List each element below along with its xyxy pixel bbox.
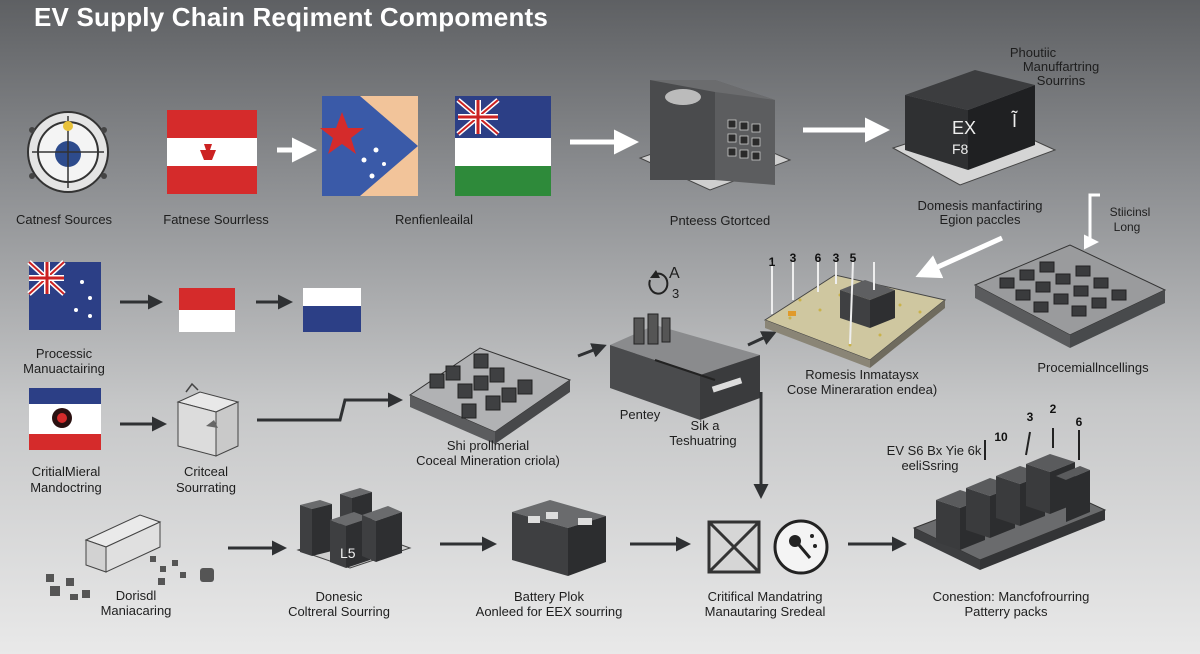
label-procemiallncellings: Procemiallncellings — [1037, 360, 1149, 375]
label-shi-prollmerial: Shi prollmerial — [446, 438, 530, 453]
label-critifical-mandatring: Critifical Mandatring — [707, 589, 823, 604]
label-phoutiic: Phoutiic — [1009, 45, 1057, 60]
label-manuffartring: Manuffartring — [1022, 59, 1100, 74]
globe-compass-icon — [27, 111, 109, 193]
label-patterry-packs: Patterry packs — [964, 604, 1048, 619]
arrow-4 — [915, 235, 1004, 279]
pin-number-1: 1 — [768, 255, 776, 269]
label-domesis-manfactiring: Domesis manfactiring — [917, 198, 1043, 213]
battery-block-icon — [512, 500, 606, 576]
tool-circle-icon — [773, 519, 829, 575]
label-critialmieral: CritialMieral — [31, 464, 101, 479]
white-blue-small-flag-icon — [303, 288, 361, 332]
ingot-bar-icon — [46, 514, 214, 600]
label-coceal-mineration: Coceal Mineration criola) — [416, 453, 560, 468]
pin-number-5: 5 — [849, 251, 857, 265]
label-manuactairing: Manuactairing — [23, 361, 105, 376]
label-processic: Processic — [35, 346, 93, 361]
cell-number-10: 10 — [994, 430, 1008, 444]
crossed-box-icon — [707, 520, 761, 574]
keypad-tray-icon — [973, 244, 1167, 348]
blue-star-flag-icon — [320, 96, 418, 196]
pin-number-3b: 3 — [832, 251, 840, 265]
arrow-10 — [257, 392, 403, 422]
label-sourrating: Sourrating — [176, 480, 236, 495]
label-mandoctring: Mandoctring — [30, 480, 102, 495]
label-renfienleailal: Renfienleailal — [394, 212, 474, 227]
battery-pack-module-icon — [912, 428, 1107, 570]
dark-emblem-flag-icon — [29, 388, 101, 450]
cell-number-3: 3 — [1026, 410, 1034, 424]
ex-manufacturing-cube-icon — [891, 70, 1057, 186]
label-teshuatring: Teshuatring — [669, 433, 737, 448]
label-stiicinsl: Stiicinsl — [1109, 205, 1151, 219]
transparent-box-icon — [176, 382, 240, 457]
label-egion-paccles: Egion paccles — [939, 212, 1021, 227]
arrow-8 — [747, 331, 777, 347]
label-coltreral-sourring: Coltreral Sourring — [288, 604, 390, 619]
ex-mark: EX — [952, 118, 977, 138]
label-aonleed: Aonleed for EEX sourring — [475, 604, 623, 619]
label-maniacaring: Maniacaring — [100, 603, 172, 618]
circuit-board-icon — [763, 261, 947, 368]
label-donesic: Donesic — [315, 589, 363, 604]
label-critceal: Critceal — [183, 464, 229, 479]
label-conestion: Conestion: Mancfofrourring — [932, 589, 1090, 604]
l5-mark: L5 — [340, 545, 356, 561]
red-white-flag-icon — [167, 110, 257, 194]
label-cose-mineraration: Cose Mineraration endea) — [786, 382, 938, 397]
pin-number-6: 6 — [814, 251, 822, 265]
union-green-flag-icon — [455, 96, 551, 196]
label-long: Long — [1113, 220, 1141, 234]
f8-mark: F8 — [952, 141, 969, 157]
label-dorisdl: Dorisdl — [115, 588, 157, 603]
cycle-label-b: 3 — [672, 286, 680, 301]
cycle-label-a: A — [669, 265, 680, 282]
label-battery-plok: Battery Plok — [513, 589, 585, 604]
label-fatnese-sourrless: Fatnese Sourrless — [163, 212, 269, 227]
cube-tray-icon — [408, 347, 572, 444]
label-eelissring: eeliSsring — [901, 458, 959, 473]
label-sik-a: Sik a — [690, 418, 720, 433]
cell-stack-icon — [296, 488, 412, 569]
label-romesis-inmataysx: Romesis Inmataysx — [805, 367, 919, 382]
label-ev-s6: EV S6 Bx Yie 6k — [886, 443, 982, 458]
ex-mark-2: Ĩ — [1012, 111, 1018, 131]
cycle-arrow-icon — [648, 270, 669, 295]
processing-cabinet-icon — [638, 80, 792, 191]
label-manautaring-sredeal: Manautaring Sredeal — [704, 604, 826, 619]
pin-number-3: 3 — [789, 251, 797, 265]
union-blue-flag-icon — [27, 260, 101, 330]
cell-number-6: 6 — [1075, 415, 1083, 429]
arrow-7 — [577, 343, 607, 358]
central-processing-block-icon — [610, 313, 760, 420]
label-pentey: Pentey — [619, 407, 661, 422]
label-pnteess-gtortced: Pnteess Gtortced — [669, 213, 771, 228]
red-white-small-flag-icon — [179, 288, 235, 332]
cell-number-2: 2 — [1049, 402, 1057, 416]
diagram-title: EV Supply Chain Reqiment Compoments — [34, 2, 549, 32]
bracket-arrow — [1084, 193, 1100, 250]
label-sourrins: Sourrins — [1036, 73, 1086, 88]
label-catnesf-sources: Catnesf Sources — [15, 212, 113, 227]
